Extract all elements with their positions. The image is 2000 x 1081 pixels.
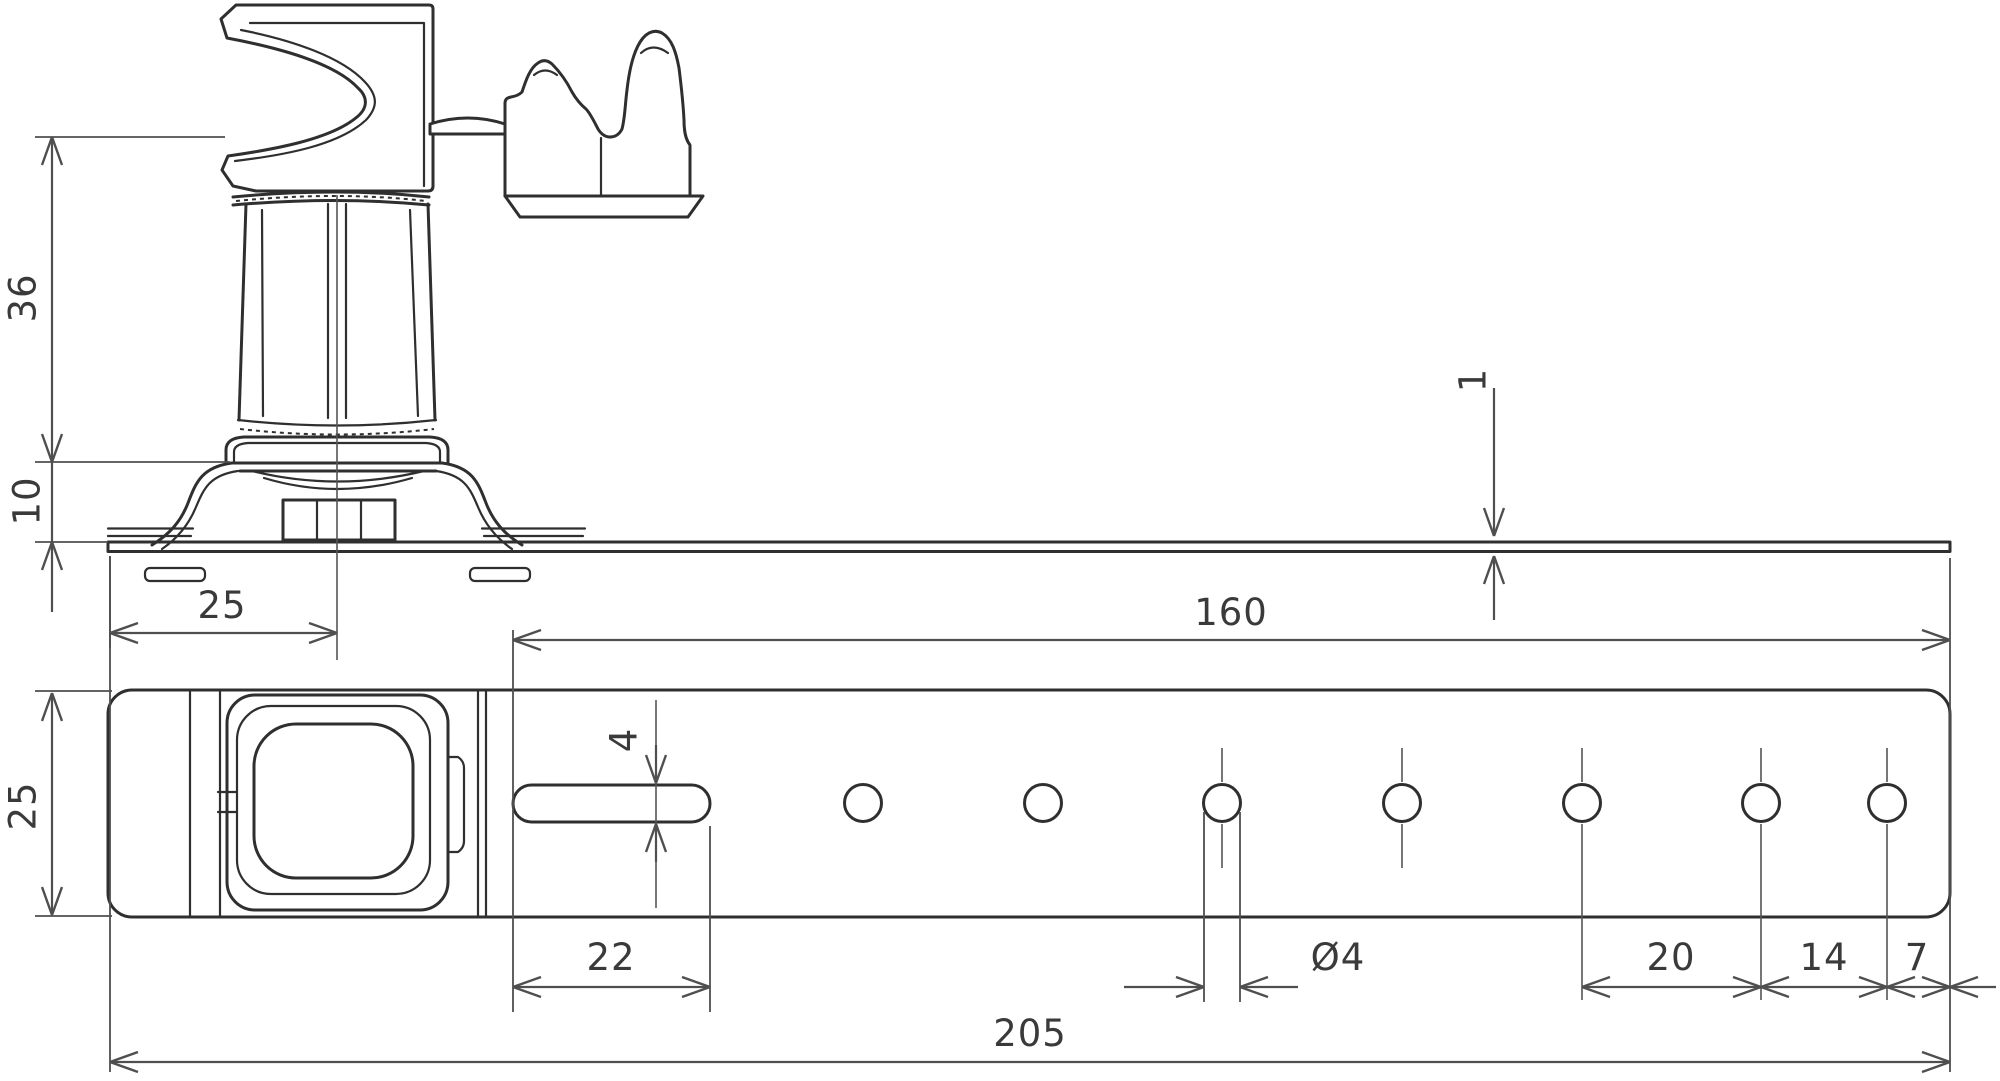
dim-label-7: 7 [1905,936,1930,979]
holder-base-opening [252,722,415,880]
dim-label-14: 14 [1799,936,1848,979]
dim-label-160: 160 [1194,591,1268,634]
holder-footprint [188,688,488,919]
bracket-right-lip [480,527,587,538]
dim-label-4: 4 [603,728,646,753]
strip-side-profile [106,540,1952,553]
holder-base-middle [235,704,432,896]
ext-lines-hole-diameter [1203,812,1241,1002]
dim-label-36: 36 [2,273,45,322]
hole-1 [843,783,883,823]
nut-body [281,498,397,542]
hook-sheet-lines [248,21,426,188]
hole-row [843,783,1907,823]
holder-base-outer [225,693,450,912]
hook-silhouette [219,3,435,193]
dim-label-25-width: 25 [2,781,45,830]
hook-inner-wall [233,28,376,163]
cup-inner-walls [260,208,420,418]
clip-inner-arc-right [639,46,670,55]
side-view [106,3,1952,660]
bracket-right-bend-outer [440,461,524,547]
bracket-tab-lines-left [188,688,222,919]
side-view-dimensions: 36 10 25 160 1 [2,136,1951,652]
hole-2 [1023,783,1063,823]
hole-3 [1202,783,1242,823]
hat-bracket [106,461,587,583]
top-view [106,688,1952,1000]
dim-label-1: 1 [1452,368,1495,393]
nut [281,498,397,542]
side-latch-tab [446,755,466,854]
bracket-right-bend-inner [434,469,514,551]
bracket-left-under-tab [143,566,207,583]
wall-split-ticks [216,790,239,814]
cup-outer-walls [237,202,437,422]
hole-6 [1741,783,1781,823]
clip-base-plate [503,194,705,219]
dim-label-205: 205 [993,1012,1067,1055]
dim-label-20: 20 [1646,936,1695,979]
conductor-clip [503,29,705,219]
hole-centerlines [1221,748,1888,1000]
hole-4 [1382,783,1422,823]
cup-center-rod [326,202,348,420]
dim-label-o4: Ø4 [1311,936,1366,979]
clip-inner-arc-left [532,69,559,77]
bracket-left-bend-inner [160,469,240,551]
bracket-tab-lines-right [476,688,488,919]
cup-top-hatch [235,195,427,202]
bracket-left-bend-outer [150,461,234,547]
dim-label-22: 22 [586,936,635,979]
nut-facets [315,498,363,542]
dim-label-10: 10 [6,476,49,525]
ext-lines-25-width [35,690,112,917]
hole-7 [1867,783,1907,823]
dim-label-25-offset: 25 [197,584,246,627]
bracket-right-under-tab [468,566,532,583]
hole-5 [1562,783,1602,823]
wire-hook [219,3,435,193]
top-view-dimensions: 25 4 22 Ø4 20 14 7 205 [2,556,1996,1074]
neck [428,116,507,136]
